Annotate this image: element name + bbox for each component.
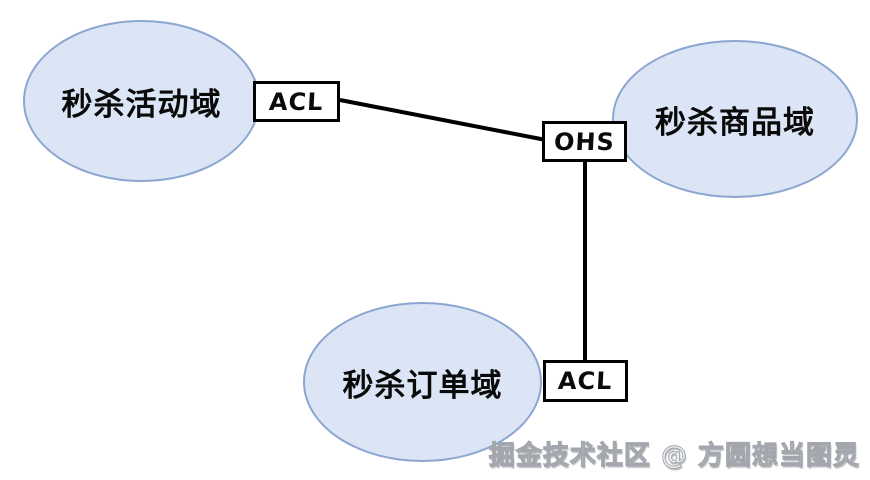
domain-node-activity: 秒杀活动域 (23, 20, 260, 182)
domain-label-activity: 秒杀活动域 (61, 86, 222, 123)
edge-acl-to-ohs (339, 98, 547, 142)
connector-label-acl-top: ACL (268, 87, 325, 116)
connector-label-ohs: OHS (553, 127, 616, 156)
domain-label-order: 秒杀订单域 (342, 367, 503, 404)
domain-node-order: 秒杀订单域 (303, 302, 542, 462)
connector-box-ohs: OHS (542, 121, 627, 162)
connector-box-acl-bottom: ACL (543, 360, 628, 402)
connector-label-acl-bottom: ACL (557, 367, 614, 395)
domain-node-product: 秒杀商品域 (612, 40, 858, 198)
watermark-text: 掘金技术社区 @ 方圆想当图灵 (488, 441, 860, 472)
domain-label-product: 秒杀商品域 (655, 104, 815, 141)
connector-box-acl-top: ACL (253, 81, 340, 122)
